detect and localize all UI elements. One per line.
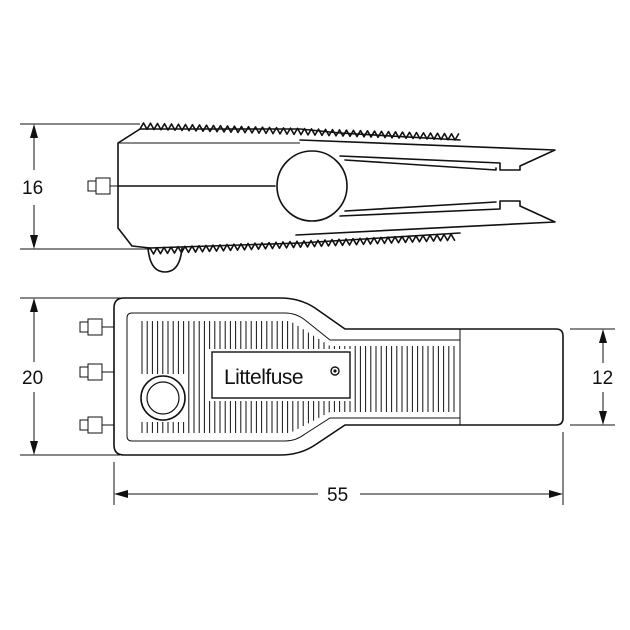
probe-pins bbox=[79, 318, 114, 434]
round-button bbox=[140, 375, 186, 421]
probe-pin-top bbox=[79, 318, 114, 336]
dimension-20: 20 bbox=[20, 297, 120, 456]
dimension-20-label: 20 bbox=[22, 368, 43, 389]
upper-body-edge bbox=[139, 128, 461, 141]
dimension-12: 12 bbox=[570, 328, 615, 426]
probe-pin-middle bbox=[79, 363, 114, 381]
pivot-circle bbox=[276, 150, 348, 222]
probe-pin-side bbox=[87, 177, 118, 195]
bottom-wheel bbox=[147, 247, 183, 273]
outer-outline bbox=[113, 297, 564, 456]
serrated-bottom-edge bbox=[149, 233, 456, 255]
probe-pin-bottom bbox=[79, 416, 114, 434]
label-plate bbox=[211, 351, 351, 399]
dimension-55: 55 bbox=[113, 432, 564, 506]
brand-label: Littelfuse bbox=[224, 366, 303, 389]
inner-outline bbox=[126, 312, 461, 442]
indicator-dot-center bbox=[333, 369, 337, 373]
body-outline bbox=[117, 128, 276, 249]
lower-jaw bbox=[295, 200, 556, 236]
lower-body-edge bbox=[149, 232, 461, 249]
dimension-55-label: 55 bbox=[327, 485, 348, 506]
top-view: Littelfuse bbox=[79, 297, 564, 456]
ribbing bbox=[141, 321, 455, 433]
dimension-16-label: 16 bbox=[22, 178, 43, 199]
upper-jaw bbox=[299, 139, 556, 171]
dimension-16: 16 bbox=[20, 123, 150, 250]
side-view bbox=[87, 122, 556, 273]
dimension-12-label: 12 bbox=[592, 368, 613, 389]
